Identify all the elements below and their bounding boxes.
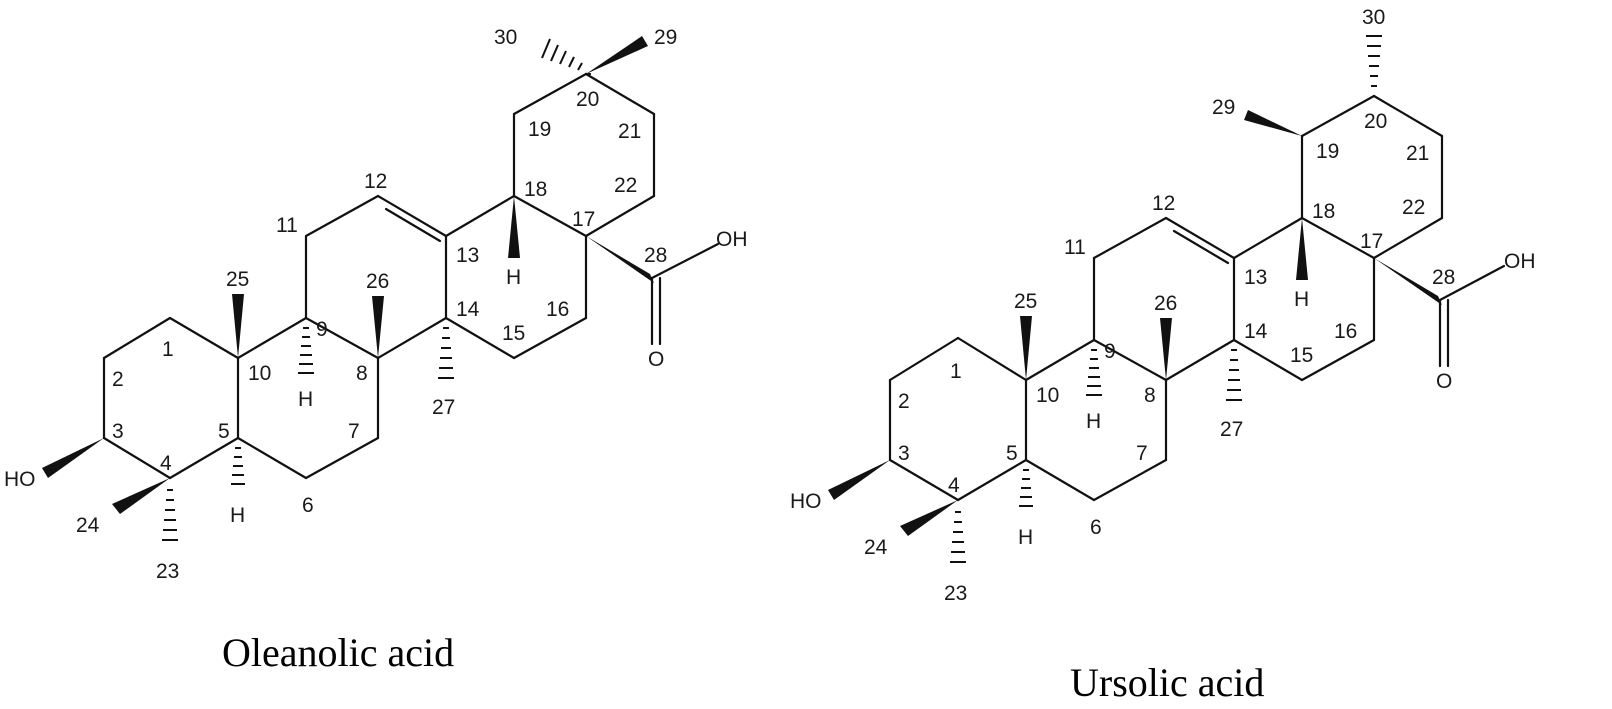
oleanolic-wedges xyxy=(42,36,654,514)
oleanolic-acid-oh: OH xyxy=(716,228,748,251)
oleanolic-atom-22: 22 xyxy=(614,174,637,197)
ursolic-atom-17: 17 xyxy=(1360,230,1383,253)
ursolic-caption: Ursolic acid xyxy=(1070,660,1264,705)
oleanolic-atom-20: 20 xyxy=(576,88,599,111)
ursolic-atom-labels: 1 2 3 4 5 6 7 8 9 10 11 12 13 14 15 16 1… xyxy=(864,6,1455,605)
ursolic-atom-13: 13 xyxy=(1244,266,1267,289)
oleanolic-carbonyl-o: O xyxy=(648,348,664,371)
oleanolic-atom-11: 11 xyxy=(276,214,298,237)
oleanolic-h9: H xyxy=(298,388,313,411)
oleanolic-atom-24: 24 xyxy=(76,514,100,537)
ursolic-atom-23: 23 xyxy=(944,582,967,605)
ursolic-atom-26: 26 xyxy=(1154,292,1177,315)
oleanolic-atom-21: 21 xyxy=(618,120,641,143)
ursolic-hashes xyxy=(950,35,1382,563)
ursolic-atom-5: 5 xyxy=(1006,442,1018,465)
oleanolic-atom-1: 1 xyxy=(162,338,174,361)
ursolic-atom-28: 28 xyxy=(1432,266,1455,289)
ursolic-hydroxyl: HO xyxy=(790,490,822,513)
ursolic-atom-6: 6 xyxy=(1090,516,1102,539)
ursolic-carbonyl-o: O xyxy=(1436,370,1452,393)
oleanolic-atom-8: 8 xyxy=(356,362,368,385)
oleanolic-atom-12: 12 xyxy=(364,170,387,193)
oleanolic-atom-17: 17 xyxy=(572,208,595,231)
ursolic-atom-27: 27 xyxy=(1220,418,1243,441)
oleanolic-atom-5: 5 xyxy=(218,420,230,443)
oleanolic-atom-30: 30 xyxy=(494,26,517,49)
ursolic-h5: H xyxy=(1018,526,1033,549)
ursolic-atom-19: 19 xyxy=(1316,140,1339,163)
ursolic-atom-22: 22 xyxy=(1402,196,1425,219)
ursolic-atom-29: 29 xyxy=(1212,96,1235,119)
oleanolic-hashes xyxy=(162,38,583,541)
oleanolic-atom-29: 29 xyxy=(654,26,677,49)
ursolic-atom-24: 24 xyxy=(864,536,888,559)
ursolic-atom-9: 9 xyxy=(1104,340,1116,363)
oleanolic-group-labels: HO OH O H H H xyxy=(4,228,748,527)
oleanolic-atom-10: 10 xyxy=(248,362,271,385)
oleanolic-atom-28: 28 xyxy=(644,244,667,267)
ursolic-h9: H xyxy=(1086,410,1101,433)
ursolic-acid-structure: 1 2 3 4 5 6 7 8 9 10 11 12 13 14 15 16 1… xyxy=(790,6,1536,705)
oleanolic-caption: Oleanolic acid xyxy=(222,630,454,675)
ursolic-atom-12: 12 xyxy=(1152,192,1175,215)
oleanolic-atom-16: 16 xyxy=(546,298,569,321)
ursolic-acid-oh: OH xyxy=(1504,250,1536,273)
oleanolic-atom-7: 7 xyxy=(348,420,360,443)
ursolic-atom-25: 25 xyxy=(1014,290,1037,313)
oleanolic-atom-labels: 1 2 3 4 5 6 7 8 9 10 11 12 13 14 15 16 1… xyxy=(76,26,677,583)
oleanolic-atom-19: 19 xyxy=(528,118,551,141)
oleanolic-h18: H xyxy=(506,266,521,289)
oleanolic-atom-14: 14 xyxy=(456,298,480,321)
oleanolic-atom-25: 25 xyxy=(226,268,249,291)
oleanolic-atom-6: 6 xyxy=(302,494,314,517)
ursolic-atom-21: 21 xyxy=(1406,142,1429,165)
oleanolic-atom-27: 27 xyxy=(432,396,455,419)
oleanolic-h5: H xyxy=(230,504,245,527)
ursolic-atom-3: 3 xyxy=(898,442,910,465)
ursolic-atom-7: 7 xyxy=(1136,442,1148,465)
oleanolic-atom-23: 23 xyxy=(156,560,179,583)
oleanolic-atom-26: 26 xyxy=(366,270,389,293)
ursolic-atom-4: 4 xyxy=(948,474,960,497)
ursolic-bonds xyxy=(888,94,1506,502)
ursolic-h18: H xyxy=(1294,288,1309,311)
oleanolic-atom-4: 4 xyxy=(160,452,172,475)
oleanolic-atom-3: 3 xyxy=(112,420,124,443)
ursolic-atom-10: 10 xyxy=(1036,384,1059,407)
ursolic-atom-11: 11 xyxy=(1064,236,1086,259)
oleanolic-atom-2: 2 xyxy=(112,368,124,391)
ursolic-atom-20: 20 xyxy=(1364,110,1387,133)
oleanolic-atom-13: 13 xyxy=(456,244,479,267)
ursolic-atom-30: 30 xyxy=(1362,6,1385,29)
ursolic-group-labels: HO OH O H H H xyxy=(790,250,1536,549)
oleanolic-atom-9: 9 xyxy=(316,318,328,341)
oleanolic-bonds xyxy=(102,72,720,480)
ursolic-atom-8: 8 xyxy=(1144,384,1156,407)
ursolic-atom-2: 2 xyxy=(898,390,910,413)
ursolic-atom-1: 1 xyxy=(950,360,962,383)
ursolic-atom-18: 18 xyxy=(1312,200,1335,223)
ursolic-wedges xyxy=(828,110,1442,536)
ursolic-atom-15: 15 xyxy=(1290,344,1313,367)
oleanolic-hydroxyl: HO xyxy=(4,468,36,491)
ursolic-atom-14: 14 xyxy=(1244,320,1268,343)
oleanolic-acid-structure: 1 2 3 4 5 6 7 8 9 10 11 12 13 14 15 16 1… xyxy=(4,26,748,675)
ursolic-atom-16: 16 xyxy=(1334,320,1357,343)
oleanolic-atom-15: 15 xyxy=(502,322,525,345)
oleanolic-atom-18: 18 xyxy=(524,178,547,201)
